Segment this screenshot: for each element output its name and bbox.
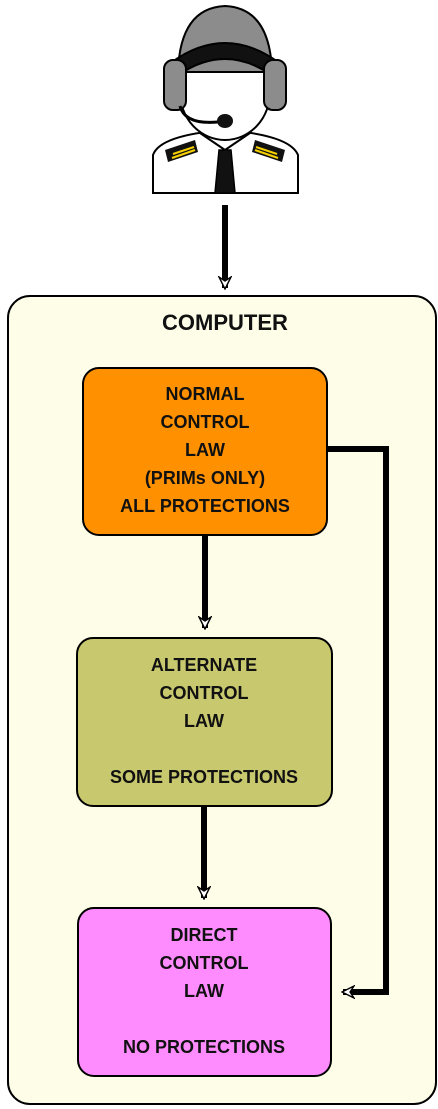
direct-line-3: LAW xyxy=(184,981,224,1001)
normal-line-1: NORMAL xyxy=(166,384,245,404)
pilot-with-headset-icon xyxy=(152,4,299,194)
normal-line-5: ALL PROTECTIONS xyxy=(120,496,290,516)
direct-line-1: DIRECT xyxy=(171,925,238,945)
left-epaulette-icon xyxy=(165,140,198,162)
alternate-line-1: ALTERNATE xyxy=(151,655,257,675)
normal-line-4: (PRIMs ONLY) xyxy=(145,468,265,488)
normal-control-law-box: NORMAL CONTROL LAW (PRIMs ONLY) ALL PROT… xyxy=(82,367,328,536)
alternate-line-3: LAW xyxy=(184,711,224,731)
right-epaulette-icon xyxy=(252,140,285,162)
direct-line-2: CONTROL xyxy=(160,953,249,973)
normal-line-2: CONTROL xyxy=(161,412,250,432)
direct-line-5: NO PROTECTIONS xyxy=(123,1037,285,1057)
alternate-control-law-box: ALTERNATE CONTROL LAW SOME PROTECTIONS xyxy=(76,637,333,807)
direct-control-law-box: DIRECT CONTROL LAW NO PROTECTIONS xyxy=(77,907,332,1077)
normal-line-3: LAW xyxy=(185,440,225,460)
computer-title: COMPUTER xyxy=(162,310,288,335)
normal-to-direct-bypass-arrow xyxy=(328,446,389,992)
alternate-line-2: CONTROL xyxy=(160,683,249,703)
alternate-line-5: SOME PROTECTIONS xyxy=(110,767,298,787)
